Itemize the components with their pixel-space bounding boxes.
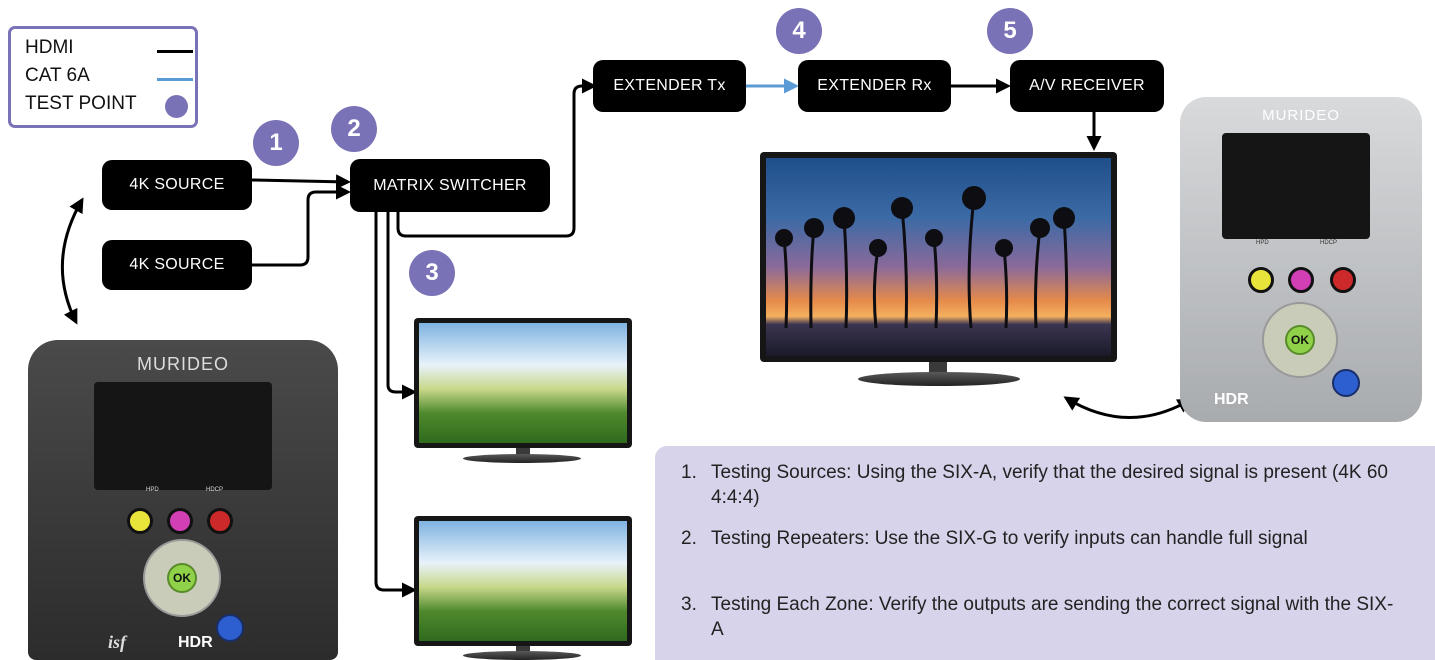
legend-swatch-cat6a [157, 78, 193, 81]
device-left-screen [94, 382, 272, 490]
hdmi-line-source2-matrix [252, 184, 351, 267]
node-matrix-switcher: MATRIX SWITCHER [350, 159, 550, 212]
legend-swatch-hdmi [157, 50, 193, 53]
device-right-refresh-icon [1248, 267, 1274, 293]
legend-swatch-test-point [165, 95, 188, 118]
hdmi-line-matrix-extendertx [396, 78, 597, 238]
double-arrow-left-device [60, 197, 84, 325]
note-number: 3. [681, 594, 697, 615]
legend: HDMI CAT 6A TEST POINT [8, 26, 198, 128]
device-left-ok-button: OK [167, 563, 197, 593]
notes-panel: 1. Testing Sources: Using the SIX-A, ver… [655, 446, 1435, 660]
legend-label-cat6a: CAT 6A [25, 65, 90, 86]
hdmi-line-matrix-tv1 [386, 212, 417, 400]
note-item-2: 2. Testing Repeaters: Use the SIX-G to v… [681, 526, 1401, 551]
node-extender-tx: EXTENDER Tx [593, 60, 746, 112]
device-right-hdr-logo: HDR [1214, 391, 1249, 408]
device-left-brand: MURIDEO [137, 354, 229, 374]
device-right-screen [1222, 133, 1370, 239]
device-right-brand: MURIDEO [1262, 107, 1340, 124]
test-point-badge-4: 4 [776, 8, 822, 54]
palm-trees-image [775, 186, 1075, 329]
hdmi-line-source1-matrix [251, 174, 351, 190]
double-arrow-right-device [1063, 396, 1193, 419]
device-left-isf-logo: isf [108, 632, 126, 652]
murideo-device-right: MURIDEO HPD HDCP OK HDR [1180, 97, 1422, 422]
node-extender-rx: EXTENDER Rx [798, 60, 951, 112]
device-left-hdr-logo: HDR [178, 634, 213, 651]
device-left-hdcp-label: HDCP [206, 487, 224, 493]
node-4k-source-2: 4K SOURCE [102, 240, 252, 290]
device-left-hdcp-icon [167, 508, 193, 534]
device-right-back-icon [1332, 369, 1360, 397]
test-point-badge-2: 2 [331, 106, 377, 152]
note-text: Testing Sources: Using the SIX-A, verify… [711, 462, 1388, 508]
device-left-back-icon [216, 614, 244, 642]
device-right-hdcp-label: HDCP [1320, 240, 1338, 246]
note-text: Testing Each Zone: Verify the outputs ar… [711, 594, 1394, 640]
note-item-1: 1. Testing Sources: Using the SIX-A, ver… [681, 460, 1401, 510]
note-number: 1. [681, 462, 697, 483]
note-number: 2. [681, 528, 697, 549]
device-left-refresh-icon [127, 508, 153, 534]
device-left-hpd-label: HPD [146, 487, 159, 493]
node-av-receiver: A/V RECEIVER [1010, 60, 1164, 112]
device-right-power-icon [1330, 267, 1356, 293]
note-text: Testing Repeaters: Use the SIX-G to veri… [711, 528, 1308, 549]
murideo-device-left: MURIDEO HPD HDCP OK HDR isf [28, 340, 338, 660]
node-4k-source-1: 4K SOURCE [102, 160, 252, 210]
legend-label-hdmi: HDMI [25, 37, 74, 58]
device-right-hpd-label: HPD [1256, 240, 1269, 246]
test-point-badge-1: 1 [253, 120, 299, 166]
device-right-hdcp-icon [1288, 267, 1314, 293]
hdmi-line-matrix-tv2 [374, 212, 417, 598]
device-left-power-icon [207, 508, 233, 534]
legend-label-test-point: TEST POINT [25, 93, 137, 114]
device-right-ok-button: OK [1285, 325, 1315, 355]
note-item-3: 3. Testing Each Zone: Verify the outputs… [681, 592, 1401, 642]
test-point-badge-5: 5 [987, 8, 1033, 54]
test-point-badge-3: 3 [409, 250, 455, 296]
